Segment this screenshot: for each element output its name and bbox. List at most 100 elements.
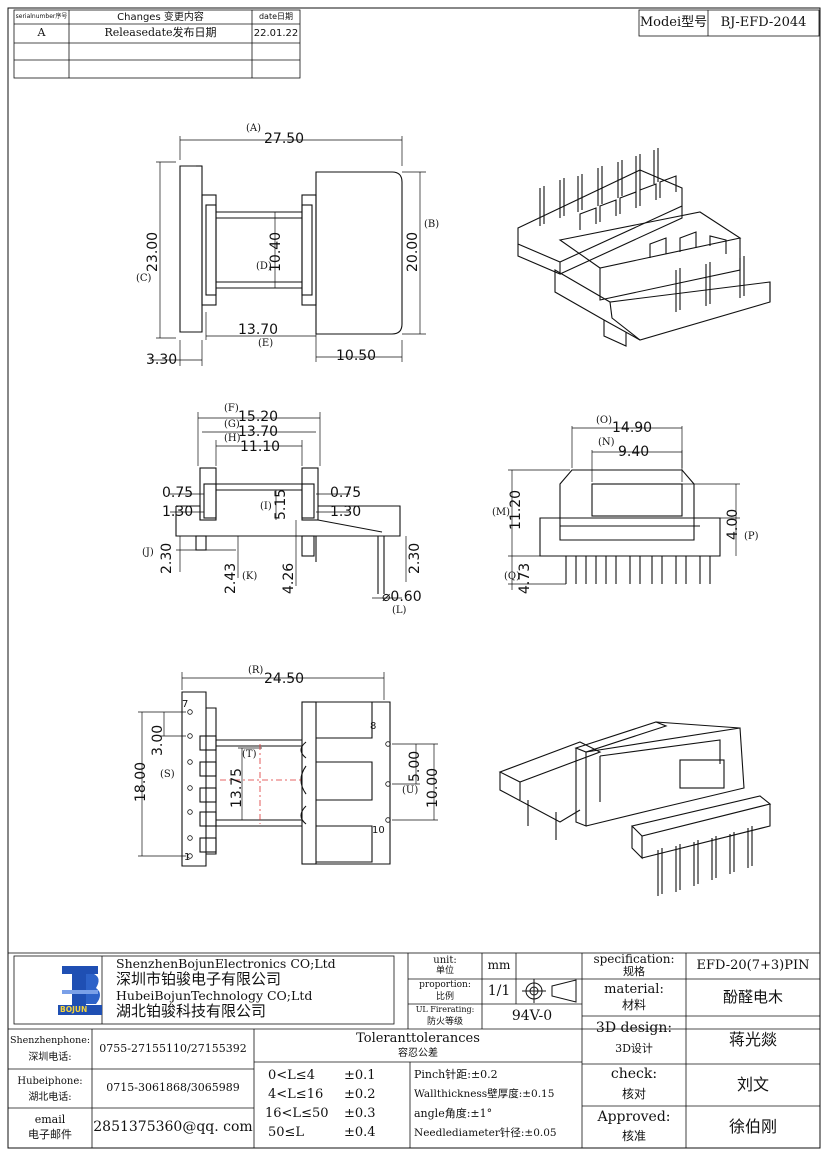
side-view-dims <box>170 412 407 599</box>
dim-label: (U) <box>402 785 419 796</box>
dim-value: 4.73 <box>517 562 533 594</box>
dim-value: 10.50 <box>336 348 377 364</box>
dim-value: 15.20 <box>238 409 279 425</box>
dim-label: (P) <box>744 531 759 542</box>
design-value: 蒋光燚 <box>728 1030 777 1050</box>
dim-value: 0.75 <box>330 485 362 501</box>
email-value: 2851375360@qq. com <box>93 1119 253 1136</box>
dim-value: 11.10 <box>240 439 281 455</box>
dim-label: (I) <box>260 501 272 512</box>
center-lines <box>220 744 302 824</box>
material-label-cn: 材料 <box>621 998 646 1013</box>
dim-label: (E) <box>258 338 274 349</box>
dim-label: (K) <box>242 571 258 582</box>
rev-header-serial: serialnumber序号 <box>15 12 68 20</box>
ul-label-cn: 防火等级 <box>426 1016 463 1027</box>
iso-view-top-right <box>517 148 771 347</box>
proportion-label: proportion: <box>419 979 471 990</box>
model-label: Modei型号 <box>639 14 708 30</box>
hb-phone-label: Hubeiphone: <box>17 1075 83 1087</box>
dim-value: 1.30 <box>330 504 362 520</box>
material-label: material: <box>604 981 664 997</box>
dim-value: ⌀0.60 <box>382 589 422 605</box>
dim-value: 4.00 <box>725 508 741 540</box>
spec-label: specification: <box>593 952 675 967</box>
dim-label: (J) <box>142 547 154 558</box>
approved-value: 徐伯刚 <box>728 1117 777 1137</box>
email-label-cn: 电子邮件 <box>28 1127 72 1141</box>
unit-label: unit: <box>433 954 457 966</box>
dim-label: (G) <box>224 419 240 430</box>
tol-note: Needlediameter针径:±0.05 <box>414 1127 557 1139</box>
sz-phone-label-cn: 深圳电话: <box>28 1051 72 1063</box>
tol-range: 4<L≤16 <box>268 1087 324 1102</box>
tol-note: Wallthickness壁厚度:±0.15 <box>414 1088 555 1100</box>
dim-value: 4.26 <box>281 562 297 594</box>
dim-label: (L) <box>392 605 407 616</box>
spec-value: EFD-20(7+3)PIN <box>696 957 810 973</box>
proportion-value: 1/1 <box>487 982 511 999</box>
dim-label: (O) <box>596 415 613 426</box>
tol-range: 50≤L <box>268 1125 305 1140</box>
dim-label: (Q) <box>504 571 521 582</box>
pin-number: 8 <box>370 721 377 732</box>
dim-label: (S) <box>160 769 175 780</box>
approved-label-cn: 核准 <box>621 1129 646 1144</box>
front-view <box>539 469 721 584</box>
dim-label: (C) <box>136 273 152 284</box>
dim-value: 18.00 <box>133 761 149 802</box>
dim-label: (H) <box>224 433 241 444</box>
dim-value: 3.30 <box>146 352 178 368</box>
dim-value: 27.50 <box>264 131 305 147</box>
tolerance-title-cn: 容忍公差 <box>398 1047 438 1059</box>
rev-row-change: Releasedate发布日期 <box>104 26 217 40</box>
company-name-en: ShenzhenBojunElectronics CO;Ltd <box>116 956 336 971</box>
check-label: check: <box>610 1066 658 1083</box>
dim-value: 10.40 <box>268 231 284 272</box>
dim-value: 9.40 <box>618 444 650 460</box>
unit-label-cn: 单位 <box>435 965 454 976</box>
pin-number: 1 <box>184 852 191 863</box>
company-logo <box>58 966 102 1015</box>
dim-value: 11.20 <box>508 489 524 530</box>
revision-table-lines <box>13 9 301 79</box>
material-value: 酚醛电木 <box>722 988 783 1007</box>
iso-view-bottom-right <box>498 721 772 896</box>
logo-text: BOJUN <box>60 1005 88 1014</box>
dim-value: 2.30 <box>159 542 175 574</box>
dim-value: 24.50 <box>264 671 305 687</box>
tol-value: ±0.4 <box>344 1125 376 1140</box>
dim-value: 13.70 <box>238 322 279 338</box>
tol-value: ±0.2 <box>344 1087 376 1102</box>
front-view-dims <box>508 426 740 590</box>
hb-phone: 0715-3061868/3065989 <box>106 1081 240 1095</box>
dim-value: 0.75 <box>162 485 194 501</box>
dim-value: 10.00 <box>425 767 441 808</box>
check-label-cn: 核对 <box>621 1087 646 1102</box>
rev-row-date: 22.01.22 <box>253 28 299 39</box>
dim-label: (N) <box>598 437 615 448</box>
dim-value: 13.70 <box>238 424 279 440</box>
bottom-view <box>181 691 391 867</box>
dim-value: 23.00 <box>145 231 161 272</box>
bottom-view-pins <box>187 709 391 859</box>
dim-label: (T) <box>242 749 257 760</box>
dim-label: (B) <box>424 219 440 230</box>
dim-value: 20.00 <box>405 231 421 272</box>
dim-label: (M) <box>492 507 511 518</box>
company-name-cn: 深圳市铂骏电子有限公司 <box>116 970 282 988</box>
side-view <box>175 467 401 594</box>
pin-number: 7 <box>182 699 189 710</box>
dim-value: 2.43 <box>223 562 239 594</box>
hb-phone-label-cn: 湖北电话: <box>28 1091 72 1103</box>
top-view-dims <box>150 136 426 366</box>
tol-range: 16<L≤50 <box>265 1106 329 1121</box>
sz-phone: 0755-27155110/27155392 <box>99 1041 247 1055</box>
approved-label: Approved: <box>597 1109 671 1126</box>
dim-value: 2.30 <box>407 542 423 574</box>
projection-symbol <box>522 979 577 1003</box>
tol-value: ±0.3 <box>344 1106 376 1121</box>
model-box <box>638 9 820 37</box>
rev-header-date: date日期 <box>258 11 294 21</box>
